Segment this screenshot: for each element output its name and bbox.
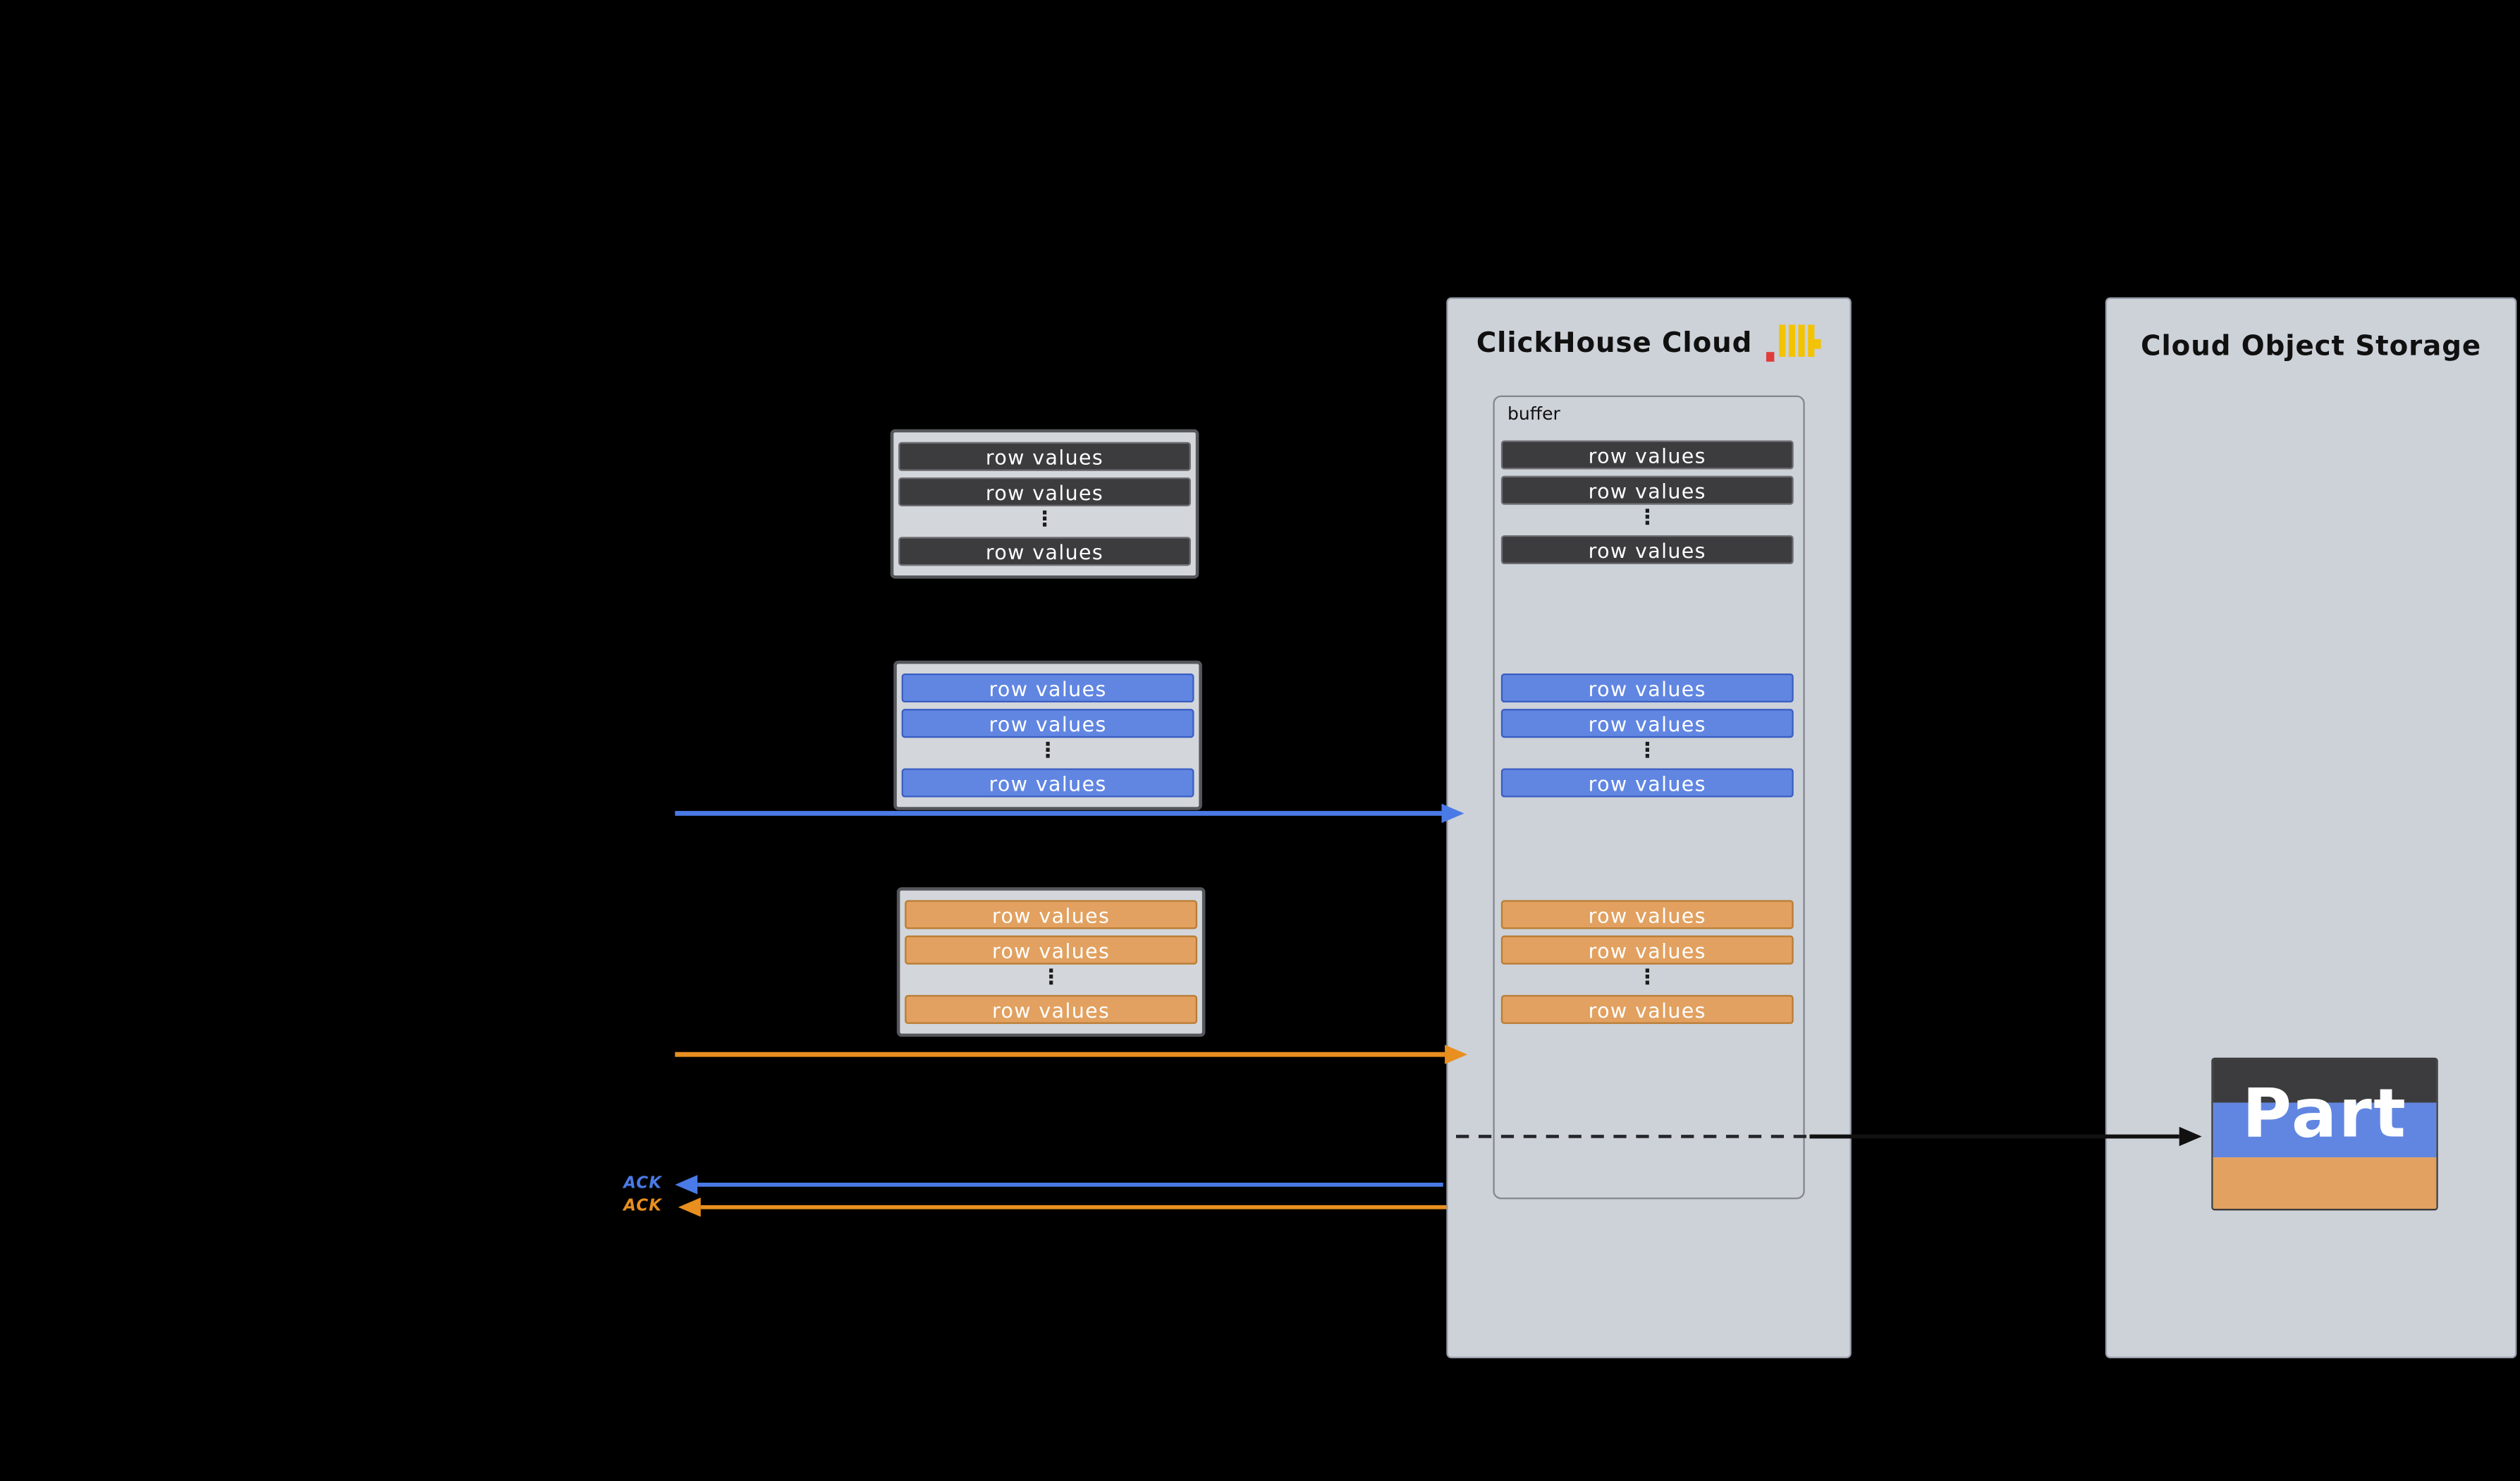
row-values-cell: row values	[898, 441, 1191, 471]
row-values-cell: row values	[898, 537, 1191, 566]
row-values-cell: row values	[898, 477, 1191, 506]
row-values-cell: row values	[1500, 440, 1794, 470]
ack-arrow-blue-head	[675, 1175, 698, 1195]
buffer-rows-blue: row values row values ⋮ row values	[1500, 674, 1794, 798]
row-values-cell: row values	[905, 994, 1198, 1024]
row-values-cell: row values	[1500, 994, 1794, 1024]
row-values-cell: row values	[901, 674, 1194, 703]
buffer-rows-dark: row values row values ⋮ row values	[1500, 440, 1794, 565]
ellipsis: ⋮	[1037, 739, 1058, 764]
row-values-cell: row values	[1500, 674, 1794, 703]
buffer-label: buffer	[1507, 403, 1560, 425]
row-values-cell: row values	[1500, 900, 1794, 930]
ellipsis: ⋮	[1637, 506, 1658, 531]
row-values-cell: row values	[905, 900, 1198, 930]
row-values-cell: row values	[1500, 535, 1794, 565]
insert-batch-orange: row values row values ⋮ row values	[896, 887, 1206, 1037]
part-label: Part	[2241, 1073, 2408, 1152]
cloud-object-storage-title-text: Cloud Object Storage	[2141, 331, 2482, 364]
clickhouse-cloud-title: ClickHouse Cloud	[1448, 324, 1850, 362]
part-stripe-dark	[2213, 1059, 2437, 1103]
row-values-cell: row values	[1500, 768, 1794, 798]
ack-label-blue: ACK	[623, 1175, 663, 1193]
ellipsis: ⋮	[1637, 965, 1658, 991]
part-stripe-orange	[2213, 1157, 2437, 1209]
row-values-cell: row values	[905, 935, 1198, 965]
ellipsis: ⋮	[1040, 965, 1062, 991]
buffer-box: buffer row values row values ⋮ row value…	[1493, 395, 1805, 1200]
buffer-rows-orange: row values row values ⋮ row values	[1500, 900, 1794, 1024]
clickhouse-cloud-panel: ClickHouse Cloud buffer row values row v…	[1446, 297, 1852, 1359]
insert-batch-blue: row values row values ⋮ row values	[893, 660, 1202, 810]
row-values-cell: row values	[1500, 709, 1794, 738]
row-values-cell: row values	[1500, 935, 1794, 965]
ellipsis: ⋮	[1034, 508, 1056, 532]
clickhouse-cloud-title-text: ClickHouse Cloud	[1476, 327, 1753, 360]
part-block: Part	[2211, 1057, 2438, 1211]
insert-batch-dark: row values row values ⋮ row values	[890, 429, 1199, 579]
cloud-object-storage-title: Cloud Object Storage	[2107, 331, 2515, 364]
ack-arrow-orange-head	[678, 1197, 701, 1217]
ellipsis: ⋮	[1637, 739, 1658, 764]
part-stripe-blue	[2213, 1102, 2437, 1158]
row-values-cell: row values	[901, 768, 1194, 798]
clickhouse-logo-icon	[1766, 324, 1822, 362]
row-values-cell: row values	[901, 709, 1194, 738]
row-values-cell: row values	[1500, 475, 1794, 505]
cloud-object-storage-panel: Cloud Object Storage Part	[2105, 297, 2517, 1359]
ack-label-orange: ACK	[623, 1197, 663, 1216]
